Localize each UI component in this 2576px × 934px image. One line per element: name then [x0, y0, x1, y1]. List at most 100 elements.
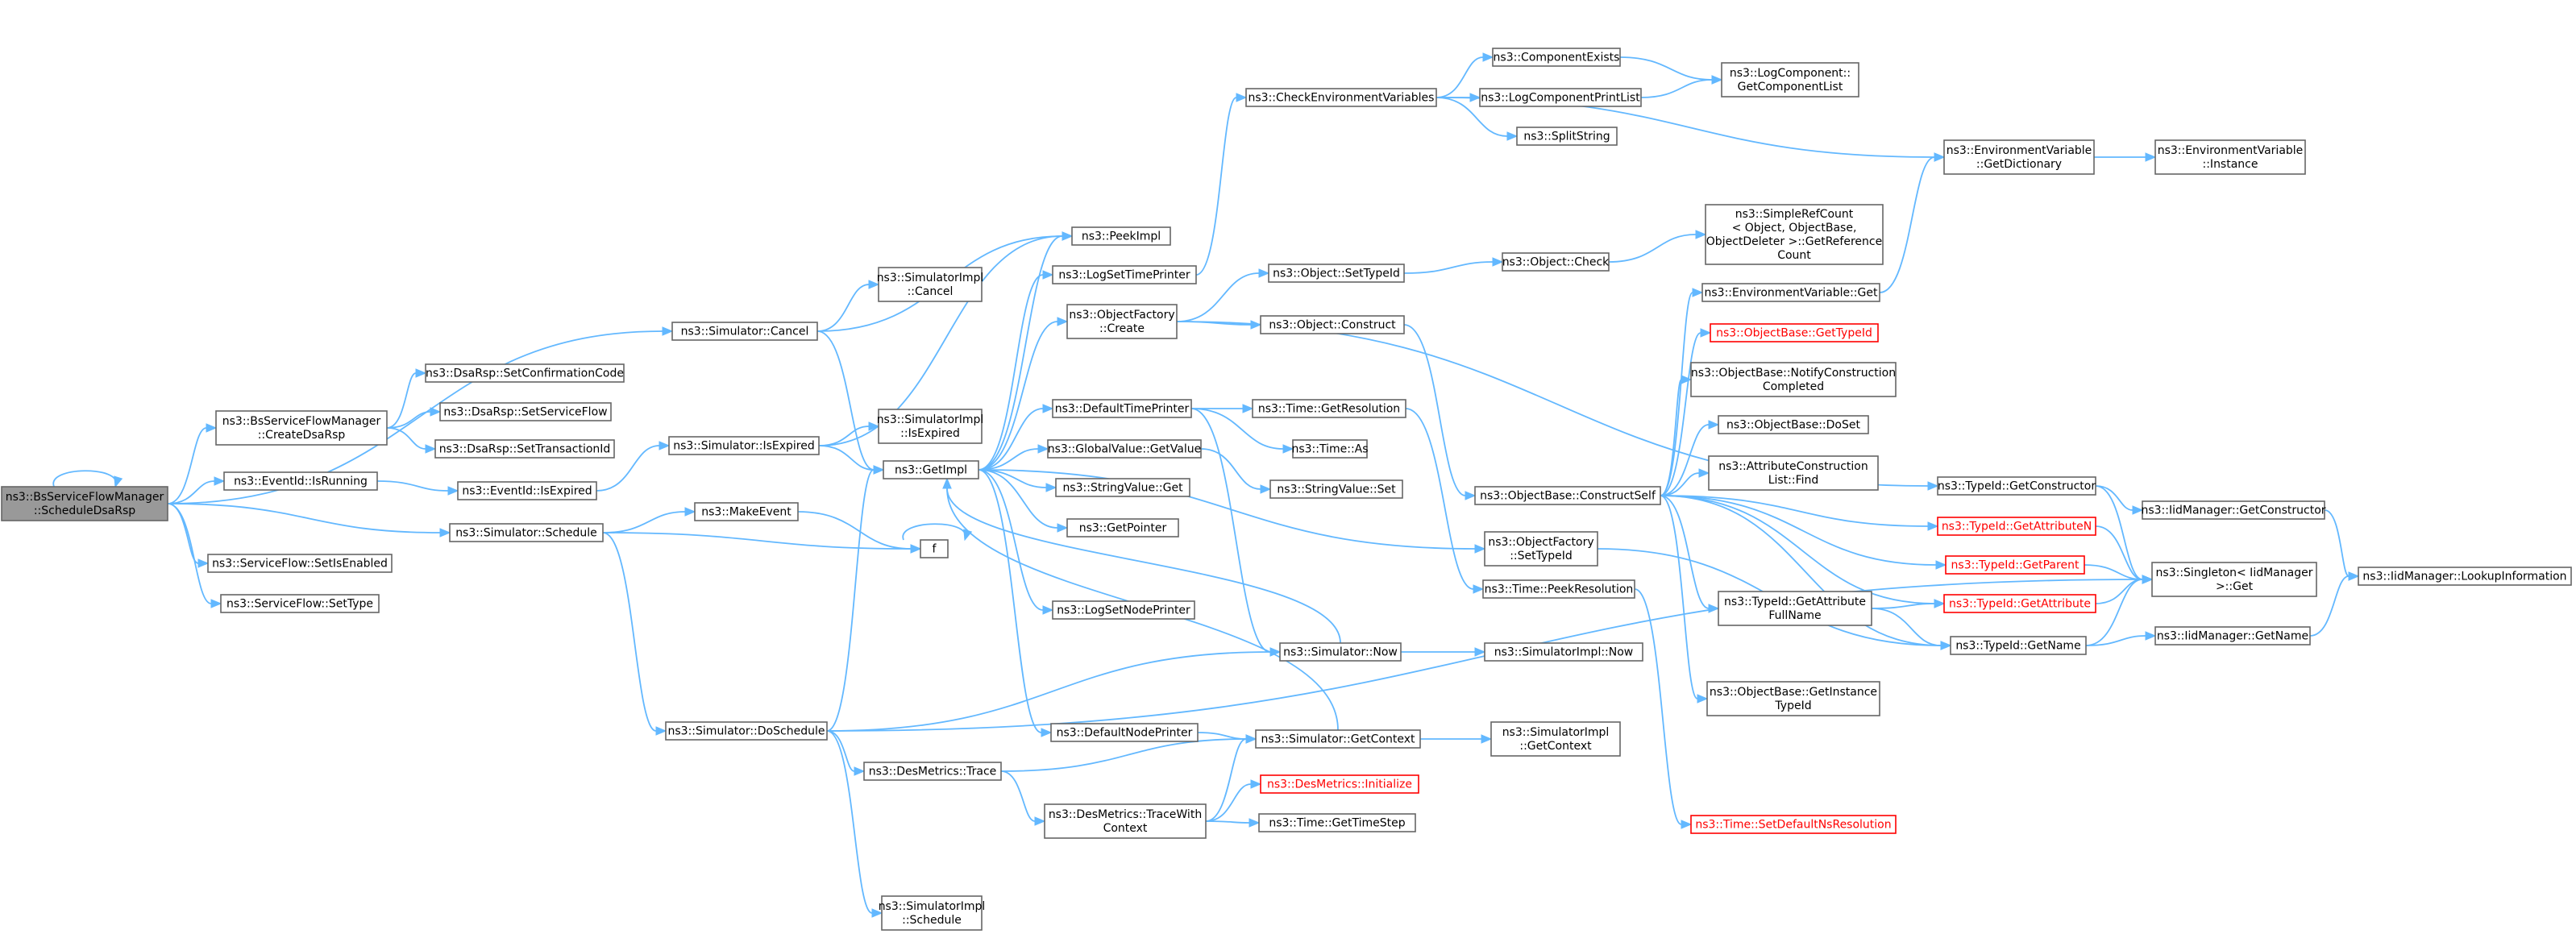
edge-getImpl-to-defaultNodePrinter [978, 469, 1053, 737]
edge-constructSelf-to-objBaseDoSet [1660, 420, 1720, 496]
node-timeSetDefaultNs[interactable]: ns3::Time::SetDefaultNsResolution [1690, 815, 1897, 834]
node-constructSelf[interactable]: ns3::ObjectBase::ConstructSelf [1474, 486, 1661, 505]
node-envVarGetDictionary[interactable]: ns3::EnvironmentVariable::GetDictionary [1943, 139, 2095, 175]
node-simpleRefCount[interactable]: ns3::SimpleRefCount< Object, ObjectBase,… [1705, 204, 1884, 265]
node-desInitialize[interactable]: ns3::DesMetrics::Initialize [1260, 774, 1419, 794]
node-splitString[interactable]: ns3::SplitString [1516, 127, 1618, 146]
node-componentExists[interactable]: ns3::ComponentExists [1492, 48, 1621, 67]
node-createDsaRsp[interactable]: ns3::BsServiceFlowManager::CreateDsaRsp [215, 410, 388, 446]
node-implGetContext[interactable]: ns3::SimulatorImpl::GetContext [1490, 721, 1621, 757]
node-implNow[interactable]: ns3::SimulatorImpl::Now [1484, 642, 1643, 662]
node-typeIdGetName[interactable]: ns3::TypeId::GetName [1950, 636, 2087, 655]
node-stringValueGet[interactable]: ns3::StringValue::Get [1055, 478, 1190, 497]
edge-arrowhead [1698, 468, 1710, 478]
node-implSchedule[interactable]: ns3::SimulatorImpl::Schedule [879, 895, 986, 931]
edge-arrowhead [425, 444, 437, 454]
node-envVarInstance[interactable]: ns3::EnvironmentVariable::Instance [2154, 139, 2306, 175]
node-eventIsExpired[interactable]: ns3::EventId::IsExpired [457, 481, 597, 500]
node-simIsExpired[interactable]: ns3::Simulator::IsExpired [668, 436, 820, 455]
node-getImpl[interactable]: ns3::GetImpl [883, 460, 979, 479]
node-label: ns3::StringValue::Set [1277, 484, 1396, 496]
node-checkEnvVars[interactable]: ns3::CheckEnvironmentVariables [1245, 88, 1437, 107]
node-logComponentPrintList[interactable]: ns3::LogComponentPrintList [1479, 88, 1642, 107]
node-timeGetResolution[interactable]: ns3::Time::GetResolution [1252, 399, 1406, 418]
edge-line [1660, 495, 1937, 566]
node-envVarGet[interactable]: ns3::EnvironmentVariable::Get [1701, 283, 1880, 302]
node-label: ns3::Simulator::DoSchedule [668, 725, 825, 738]
node-label: ns3::LogSetNodePrinter [1057, 604, 1190, 617]
edge-arrowhead [214, 476, 226, 486]
node-objBaseGetTypeId[interactable]: ns3::ObjectBase::GetTypeId [1710, 323, 1879, 342]
node-makeEvent[interactable]: ns3::MakeEvent [694, 502, 799, 521]
node-implCancel[interactable]: ns3::SimulatorImpl::Cancel [877, 267, 984, 302]
node-objFactorySetTypeId[interactable]: ns3::ObjectFactory::SetTypeId [1484, 531, 1598, 567]
node-objConstruct[interactable]: ns3::Object::Construct [1260, 315, 1405, 334]
node-typeIdGetConstructor[interactable]: ns3::TypeId::GetConstructor [1937, 476, 2096, 496]
node-objSetTypeId[interactable]: ns3::Object::SetTypeId [1268, 264, 1405, 283]
node-label: ::Cancel [908, 285, 954, 298]
node-peekImpl[interactable]: ns3::PeekImpl [1071, 226, 1171, 246]
node-timeAs[interactable]: ns3::Time::As [1291, 439, 1369, 459]
node-globalValueGet[interactable]: ns3::GlobalValue::GetValue [1047, 439, 1202, 459]
node-singletonGet[interactable]: ns3::Singleton< IidManager>::Get [2151, 562, 2317, 597]
node-simGetContext[interactable]: ns3::Simulator::GetContext [1255, 729, 1421, 749]
node-dsaSetConfirmationCode[interactable]: ns3::DsaRsp::SetConfirmationCode [425, 363, 625, 383]
node-sfSetType[interactable]: ns3::ServiceFlow::SetType [220, 594, 380, 613]
node-eventIsRunning[interactable]: ns3::EventId::IsRunning [223, 471, 378, 491]
node-logSetTimePrinter[interactable]: ns3::LogSetTimePrinter [1052, 265, 1197, 284]
node-typeIdGetParent[interactable]: ns3::TypeId::GetParent [1945, 555, 2085, 575]
node-f[interactable]: f [920, 539, 949, 558]
edge-desTrace-to-desTraceWithContext [1000, 770, 1046, 826]
node-objBaseDoSet[interactable]: ns3::ObjectBase::DoSet [1718, 415, 1869, 434]
node-box [1690, 815, 1897, 834]
node-label: ns3::GetPointer [1079, 522, 1167, 535]
node-label: Completed [1763, 380, 1824, 393]
node-label: ns3::TypeId::GetAttribute [1724, 596, 1866, 608]
node-defaultNodePrinter[interactable]: ns3::DefaultNodePrinter [1050, 723, 1199, 742]
node-desTrace[interactable]: ns3::DesMetrics::Trace [863, 762, 1002, 781]
node-logSetNodePrinter[interactable]: ns3::LogSetNodePrinter [1052, 600, 1195, 620]
node-dsaSetServiceFlow[interactable]: ns3::DsaRsp::SetServiceFlow [439, 402, 612, 421]
edge-arrowhead [868, 421, 880, 431]
node-dsaSetTransactionId[interactable]: ns3::DsaRsp::SetTransactionId [434, 439, 615, 459]
edge-arrowhead [2145, 152, 2157, 162]
node-timeGetTimeStep[interactable]: ns3::Time::GetTimeStep [1258, 813, 1416, 832]
node-simSchedule[interactable]: ns3::Simulator::Schedule [449, 523, 604, 542]
node-iidGetConstructor[interactable]: ns3::IidManager::GetConstructor [2141, 500, 2326, 520]
node-notifyConstruction[interactable]: ns3::ObjectBase::NotifyConstructionCompl… [1690, 362, 1897, 397]
node-label: < Object, ObjectBase, [1732, 222, 1857, 235]
node-logComponentGetList[interactable]: ns3::LogComponent::GetComponentList [1721, 62, 1859, 98]
node-stringValueSet[interactable]: ns3::StringValue::Set [1269, 479, 1403, 499]
node-sfSetIsEnabled[interactable]: ns3::ServiceFlow::SetIsEnabled [207, 554, 393, 573]
node-label: ns3::Time::SetDefaultNsResolution [1695, 819, 1891, 832]
node-typeIdGetAttribute[interactable]: ns3::TypeId::GetAttribute [1943, 594, 2096, 613]
node-label: ::GetContext [1519, 740, 1592, 753]
node-label: ns3::BsServiceFlowManager [6, 491, 164, 504]
node-simNow[interactable]: ns3::Simulator::Now [1279, 642, 1402, 662]
node-objFactoryCreate[interactable]: ns3::ObjectFactory::Create [1066, 304, 1178, 339]
node-iidGetName[interactable]: ns3::IidManager::GetName [2154, 626, 2311, 645]
node-objCheck[interactable]: ns3::Object::Check [1502, 252, 1610, 272]
edge-arrowhead [1042, 270, 1054, 280]
node-typeIdGetAttributeN[interactable]: ns3::TypeId::GetAttributeN [1937, 517, 2096, 536]
node-iidLookupInfo[interactable]: ns3::IidManager::LookupInformation [2358, 567, 2572, 586]
node-simCancel[interactable]: ns3::Simulator::Cancel [671, 322, 818, 341]
node-label: ns3::Simulator::Schedule [455, 527, 597, 540]
node-timePeekResolution[interactable]: ns3::Time::PeekResolution [1482, 579, 1635, 599]
edge-line [1871, 608, 1942, 646]
node-defaultTimePrinter[interactable]: ns3::DefaultTimePrinter [1052, 399, 1192, 418]
node-box [1052, 600, 1195, 620]
node-label: f [933, 543, 937, 556]
node-label: ns3::LogSetTimePrinter [1058, 269, 1190, 282]
node-simDoSchedule[interactable]: ns3::Simulator::DoSchedule [665, 721, 828, 741]
node-getPointer[interactable]: ns3::GetPointer [1066, 518, 1179, 538]
node-root[interactable]: ns3::BsServiceFlowManager::ScheduleDsaRs… [1, 486, 168, 521]
edge-line [978, 469, 1058, 529]
node-implIsExpired[interactable]: ns3::SimulatorImpl::IsExpired [877, 409, 984, 444]
edge-root-to-sfSetType [167, 503, 222, 608]
node-label: ns3::Object::SetTypeId [1273, 268, 1400, 280]
